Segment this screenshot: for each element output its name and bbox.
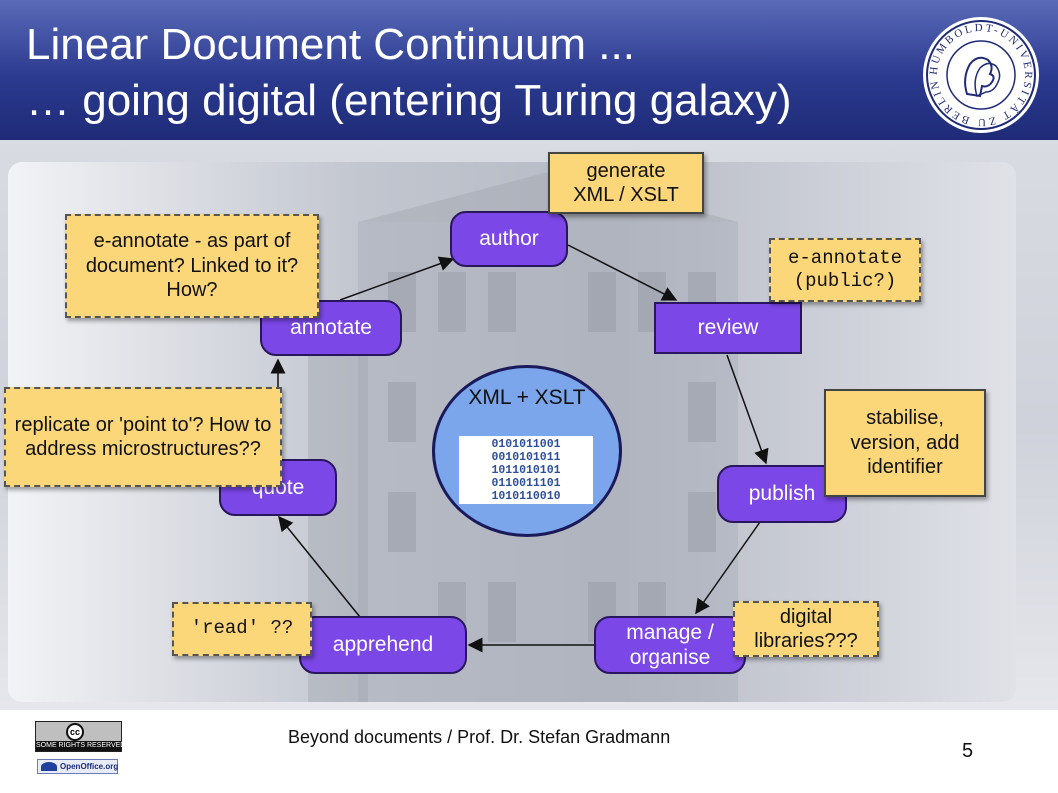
note-e-annotate-public: e-annotate (public?) <box>769 238 921 302</box>
openoffice-icon: OpenOffice.org <box>37 759 118 774</box>
node-manage-organise: manage / organise <box>594 616 746 674</box>
slide-title-line-1: Linear Document Continuum ... <box>26 20 635 69</box>
university-seal-icon: HUMBOLDT-UNIVERSITÄT ZU BERLIN <box>923 17 1039 133</box>
node-apprehend: apprehend <box>299 616 467 674</box>
note-digital-libraries: digital libraries??? <box>733 601 879 657</box>
arrow-annotate-author <box>339 256 455 301</box>
note-e-annotate-part: e-annotate - as part of document? Linked… <box>65 214 319 318</box>
arrow-apprehend-quote <box>278 515 361 618</box>
openoffice-gull-mark <box>41 762 57 771</box>
binary-line: 0101011001 <box>491 438 561 451</box>
oo-label: OpenOffice.org <box>60 762 119 771</box>
cc-logo: cc <box>66 723 84 741</box>
note-stabilise-version: stabilise, version, add identifier <box>824 389 986 497</box>
note-read: 'read' ?? <box>172 602 312 656</box>
binary-line: 1011010101 <box>491 464 561 477</box>
note-replicate: replicate or 'point to'? How to address … <box>4 387 282 487</box>
slide-title-line-2: … going digital (entering Turing galaxy) <box>26 76 792 125</box>
slide-header: Linear Document Continuum ... … going di… <box>0 0 1058 140</box>
binary-line: 0010101011 <box>491 451 561 464</box>
binary-code-block: 0101011001 0010101011 1011010101 0110011… <box>459 436 593 504</box>
page-number: 5 <box>962 740 974 762</box>
cc-label: SOME RIGHTS RESERVED <box>36 741 126 751</box>
footer-credit: Beyond documents / Prof. Dr. Stefan Grad… <box>288 727 671 747</box>
binary-line: 1010110010 <box>491 490 561 503</box>
creative-commons-icon: cc SOME RIGHTS RESERVED <box>35 721 126 752</box>
binary-line: 0110011101 <box>491 477 561 490</box>
note-generate-xml: generate XML / XSLT <box>548 152 704 214</box>
node-review: review <box>654 302 802 354</box>
center-label: XML + XSLT <box>468 386 586 409</box>
arrow-author-review <box>567 244 678 301</box>
arrow-review-publish <box>726 354 769 465</box>
node-annotate: annotate <box>260 300 402 356</box>
node-author: author <box>450 211 568 267</box>
arrow-publish-manage <box>695 521 761 615</box>
